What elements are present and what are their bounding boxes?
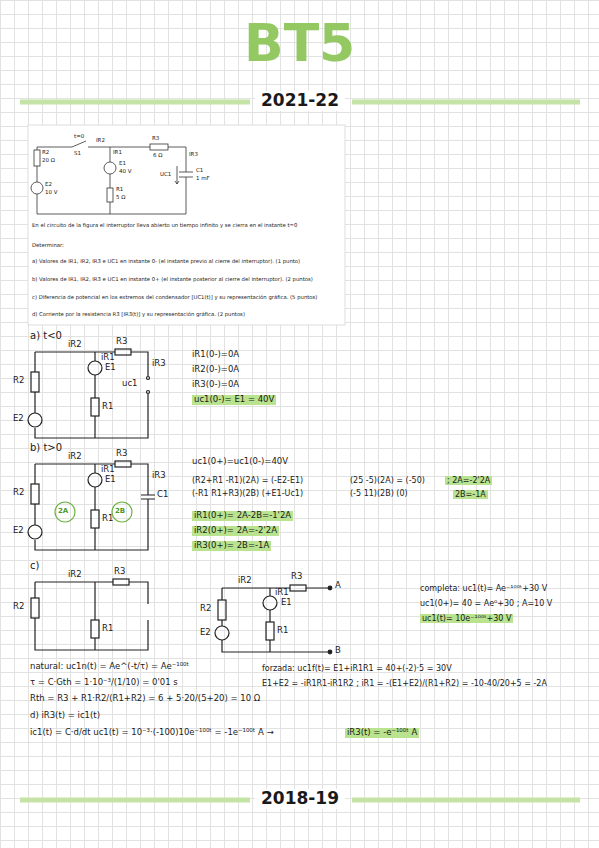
problem-circuit (31, 141, 193, 214)
mesh-current: 2B (115, 507, 125, 515)
equation: uc1(0+)= 40 = Ae⁰+30 ; A=10 V (420, 599, 552, 608)
equation: d) iR3(t) = ic1(t) (30, 711, 100, 721)
source-value: 40 V (119, 168, 132, 174)
resistor-name: R2 (200, 604, 211, 614)
matrix-row: (-5 11)(2B) (0) (350, 489, 408, 498)
equation: iR1(0+)= 2A-2B=-1'2A (192, 511, 293, 521)
current-label: iR2 (68, 340, 82, 350)
circuit-b (28, 461, 155, 550)
matrix-row: (25 -5)(2A) = (-50) (350, 476, 425, 485)
problem-text: d) Corriente por la resistencia R3 [IR3(… (32, 311, 340, 317)
result: iR3(t) = -e⁻¹⁰⁰ᵗ A (345, 728, 419, 738)
problem-text: Determinar: (32, 242, 340, 248)
equation: τ = C·Gth = 1·10⁻³/(1/10) = 0'01 s (30, 678, 178, 688)
equation: E1+E2 = -iR1R1-iR1R2 ; iR1 = -(E1+E2)/(R… (262, 679, 547, 688)
equation: iR2(0+)= 2A=-2'2A (192, 526, 279, 536)
current-label: iR1 (101, 353, 115, 363)
source-name: E2 (13, 526, 24, 536)
source-name: E1 (281, 598, 292, 608)
resistor-name: R1 (277, 626, 288, 636)
resistor-value: 20 Ω (42, 157, 55, 163)
source-name: E1 (119, 160, 126, 166)
equation: iR2(0-)=0A (192, 365, 239, 375)
page-title: BT5 (244, 14, 355, 74)
resistor-name: R2 (13, 488, 24, 498)
source-name: E1 (105, 475, 116, 485)
voltage-label: uc1 (122, 379, 137, 389)
problem-text: b) Valores de IR1, IR2, IR3 e UC1 en ins… (32, 276, 340, 282)
section-heading: c) (30, 560, 39, 572)
current-label: IR2 (96, 137, 105, 143)
voltage-label: UC1 (160, 171, 171, 177)
resistor-name: R1 (116, 186, 123, 192)
source-name: E2 (200, 628, 211, 638)
equation: uc1(0-)= E1 = 40V (192, 395, 276, 405)
current-label: IR1 (113, 149, 122, 155)
resistor-name: R1 (102, 402, 113, 412)
capacitor-name: C1 (157, 490, 168, 500)
current-label: iR3 (152, 471, 166, 481)
result: ; 2A=-2'2A (445, 476, 492, 485)
circuit-c-natural (31, 579, 148, 650)
equation: uc1(t)= 10e⁻¹⁰⁰ᵗ+30 V (420, 614, 513, 623)
resistor-name: R3 (116, 337, 127, 347)
capacitor-name: C1 (196, 167, 203, 173)
mesh-current: 2A (58, 507, 68, 515)
resistor-name: R3 (114, 567, 125, 577)
equation: uc1(0+)=uc1(0-)=40V (192, 457, 288, 467)
matrix-row: (R2+R1 -R1)(2A) = (-E2-E1) (192, 476, 303, 485)
resistor-name: R2 (13, 602, 24, 612)
problem-text: En el circuito de la figura el interrupt… (32, 222, 340, 228)
current-label: iR1 (101, 465, 115, 475)
section-heading: a) t<0 (30, 330, 62, 342)
current-label: iR2 (68, 452, 82, 462)
result: 2B=-1A (453, 490, 488, 499)
resistor-name: R3 (291, 572, 302, 582)
terminal-label: A (335, 581, 341, 591)
equation: Rth = R3 + R1·R2/(R1+R2) = 6 + 5·20/(5+2… (30, 694, 260, 704)
circuit-c-forced (215, 585, 332, 654)
switch-name: S1 (74, 150, 81, 156)
problem-box (28, 125, 345, 325)
switch-label: t=0 (74, 133, 84, 139)
equation: natural: uc1n(t) = Ae^(-t/τ) = Ae⁻¹⁰⁰ᵗ (30, 662, 189, 672)
current-label: iR2 (68, 570, 82, 580)
equation: ic1(t) = C·d/dt uc1(t) = 10⁻³·(-100)10e⁻… (30, 728, 274, 738)
equation: iR3(0+)= 2B=-1A (192, 541, 271, 551)
equation: iR3(0-)=0A (192, 380, 239, 390)
source-name: E1 (105, 363, 116, 373)
current-label: iR1 (275, 588, 289, 598)
equation: completa: uc1(t)= Ae⁻¹⁰⁰ᵗ+30 V (420, 584, 547, 593)
equation: forzada: uc1f(t)= E1+iR1R1 = 40+(-2)·5 =… (262, 664, 452, 673)
resistor-name: R2 (13, 376, 24, 386)
resistor-name: R3 (116, 449, 127, 459)
resistor-value: 6 Ω (153, 152, 162, 158)
problem-text: a) Valores de IR1, IR2, IR3 e UC1 en ins… (32, 258, 340, 264)
resistor-name: R2 (42, 149, 49, 155)
current-label: IR3 (189, 151, 198, 157)
current-label: iR3 (152, 359, 166, 369)
resistor-name: R1 (102, 514, 113, 524)
year-heading: 2021-22 (255, 91, 345, 111)
matrix-row: (-R1 R1+R3)(2B) (+E1-Uc1) (192, 489, 303, 498)
year-heading: 2018-19 (255, 789, 345, 809)
source-name: E2 (45, 181, 52, 187)
resistor-value: 5 Ω (116, 194, 125, 200)
capacitor-value: 1 mF (196, 175, 210, 181)
problem-text: c) Diferencia de potencial en los extrem… (32, 294, 340, 300)
resistor-name: R1 (102, 624, 113, 634)
source-value: 10 V (45, 189, 58, 195)
terminal-label: B (335, 646, 341, 656)
current-label: iR2 (238, 576, 252, 586)
resistor-name: R3 (152, 135, 159, 141)
circuit-a (28, 349, 150, 438)
source-name: E2 (13, 414, 24, 424)
equation: iR1(0-)=0A (192, 350, 239, 360)
year-bars (20, 102, 580, 800)
section-heading: b) t>0 (30, 442, 62, 454)
